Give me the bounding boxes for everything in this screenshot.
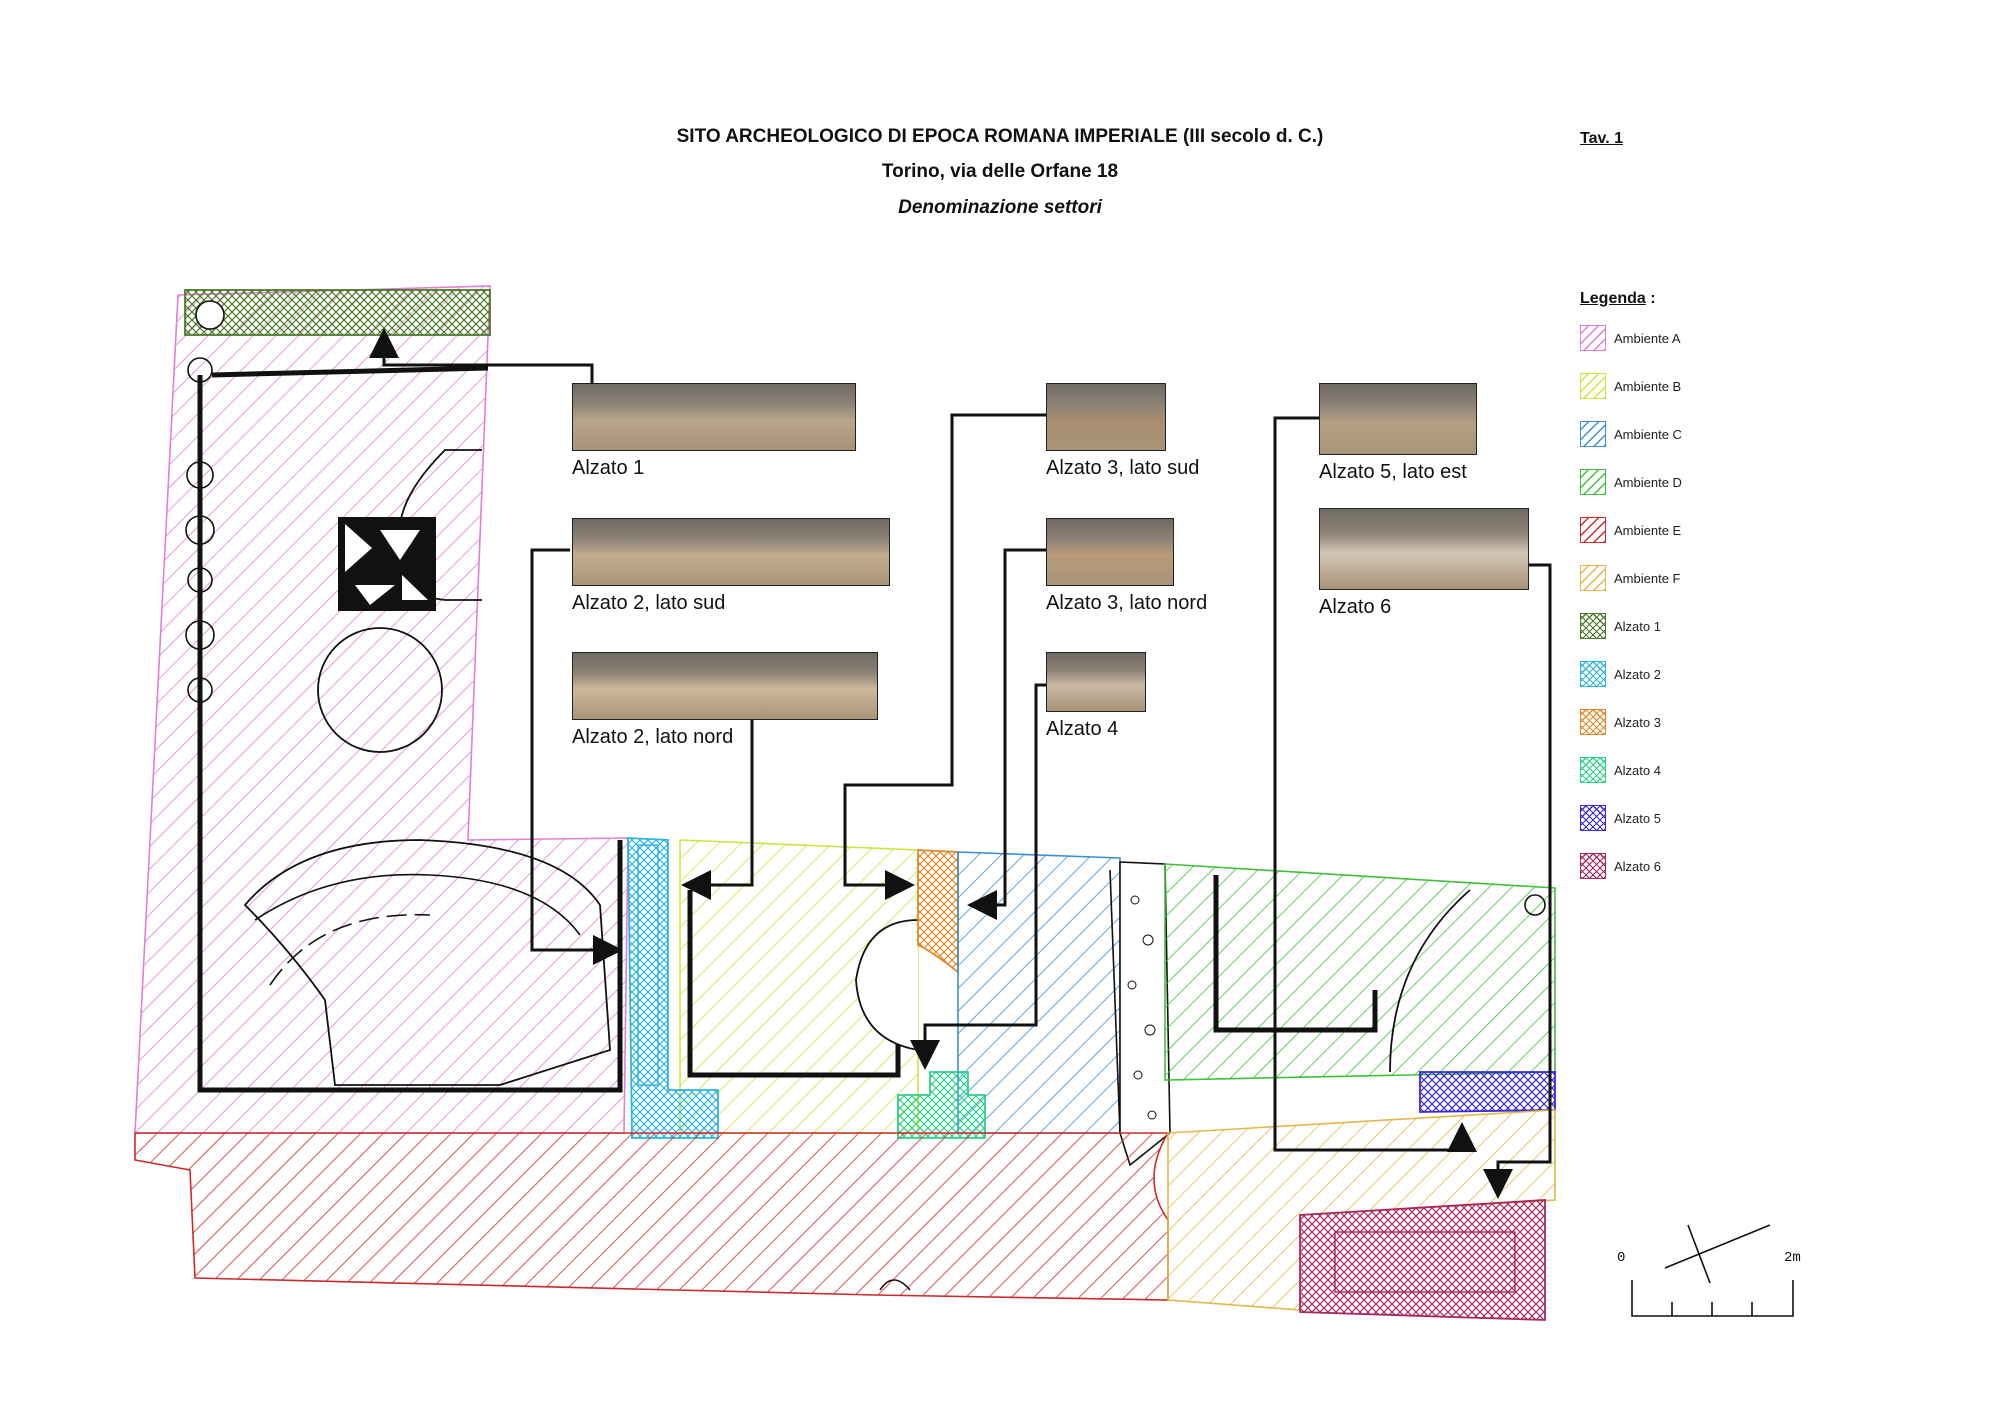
- legend-swatch: [1580, 757, 1606, 783]
- legend-label: Alzato 5: [1614, 810, 1661, 826]
- legend-swatch: [1580, 517, 1606, 543]
- pebble-strip: [1119, 861, 1171, 1167]
- alzato-photo: [572, 518, 890, 586]
- legend-item: Alzato 1: [1580, 612, 1661, 640]
- alzato-photo-caption: Alzato 1: [572, 457, 645, 479]
- legend-label: Ambiente E: [1614, 522, 1682, 538]
- legend-item: Ambiente E: [1580, 516, 1681, 544]
- plan-title: SITO ARCHEOLOGICO DI EPOCA ROMANA IMPERI…: [676, 126, 1324, 147]
- legend-label: Ambiente C: [1614, 426, 1682, 442]
- alzato-photo: [1319, 383, 1477, 455]
- legend-item: Alzato 3: [1580, 708, 1661, 736]
- legend-swatch: [1580, 709, 1606, 735]
- table-number: Tav. 1: [1580, 130, 1623, 147]
- legend-item: Alzato 6: [1580, 852, 1661, 880]
- alzato-photo: [572, 652, 878, 720]
- alzato-photo-caption: Alzato 2, lato nord: [572, 726, 734, 748]
- legend-label: Alzato 1: [1614, 618, 1661, 634]
- alzato-3-area: [917, 849, 959, 974]
- plan-section-name: Denominazione settori: [898, 197, 1102, 218]
- legend-swatch: [1580, 613, 1606, 639]
- ambiente-e-area: [134, 1132, 1170, 1301]
- legend-swatch: [1580, 661, 1606, 687]
- legend-swatch: [1580, 325, 1606, 351]
- legend-swatch: [1580, 373, 1606, 399]
- legend-label: Ambiente D: [1614, 474, 1682, 490]
- legend-label: Alzato 4: [1614, 762, 1661, 778]
- north-arrow-icon: [1664, 1224, 1771, 1284]
- legend-item: Alzato 4: [1580, 756, 1661, 784]
- legend-label: Ambiente A: [1614, 330, 1681, 346]
- alzato-photo-caption: Alzato 2, lato sud: [572, 592, 726, 614]
- alzato-photo-caption: Alzato 5, lato est: [1319, 461, 1467, 483]
- legend-item: Ambiente D: [1580, 468, 1682, 496]
- legend-swatch: [1580, 805, 1606, 831]
- alzato-photo-caption: Alzato 3, lato sud: [1046, 457, 1200, 479]
- alzato-5-area: [1419, 1071, 1556, 1113]
- ambiente-b-area: [679, 839, 919, 1134]
- alzato-photo: [1046, 518, 1174, 586]
- legend-label: Ambiente B: [1614, 378, 1682, 394]
- alzato-photo: [1046, 383, 1166, 451]
- alzato-photo-caption: Alzato 3, lato nord: [1046, 592, 1208, 614]
- legend-swatch: [1580, 469, 1606, 495]
- legend-swatch: [1580, 853, 1606, 879]
- legend-item: Ambiente A: [1580, 324, 1681, 352]
- legend-swatch: [1580, 421, 1606, 447]
- legend-item: Ambiente C: [1580, 420, 1682, 448]
- pebble-texture: [1127, 895, 1157, 1120]
- legend-label: Ambiente F: [1614, 570, 1681, 586]
- legend-item: Ambiente F: [1580, 564, 1680, 592]
- scale-start-label: 0: [1617, 1250, 1626, 1266]
- scale-bar: [1631, 1280, 1794, 1317]
- plan-location: Torino, via delle Orfane 18: [881, 161, 1119, 182]
- legend-label: Alzato 6: [1614, 858, 1661, 874]
- alzato-photo: [572, 383, 856, 451]
- photo-connectors: [369, 328, 1552, 1199]
- legend-item: Ambiente B: [1580, 372, 1681, 400]
- alzato-6-area: [1299, 1199, 1546, 1321]
- legend-item: Alzato 2: [1580, 660, 1661, 688]
- alzato-photo-caption: Alzato 6: [1319, 596, 1392, 618]
- ambiente-c-area: [957, 851, 1121, 1134]
- legend-label: Alzato 2: [1614, 666, 1661, 682]
- alzato-1-area: [184, 289, 491, 336]
- ambiente-e-niche: [879, 1279, 911, 1291]
- ambiente-d-area: [1164, 863, 1556, 1081]
- column-base: [195, 300, 225, 330]
- scale-end-label: 2m: [1784, 1250, 1801, 1266]
- alzato-photo: [1046, 652, 1146, 712]
- legend-item: Alzato 5: [1580, 804, 1661, 832]
- legend-title: Legenda :: [1580, 290, 1656, 307]
- legend-swatch: [1580, 565, 1606, 591]
- ambiente-a-area: [134, 285, 629, 1134]
- legend-label: Alzato 3: [1614, 714, 1661, 730]
- alzato-photo: [1319, 508, 1529, 590]
- alzato-photo-caption: Alzato 4: [1046, 718, 1119, 740]
